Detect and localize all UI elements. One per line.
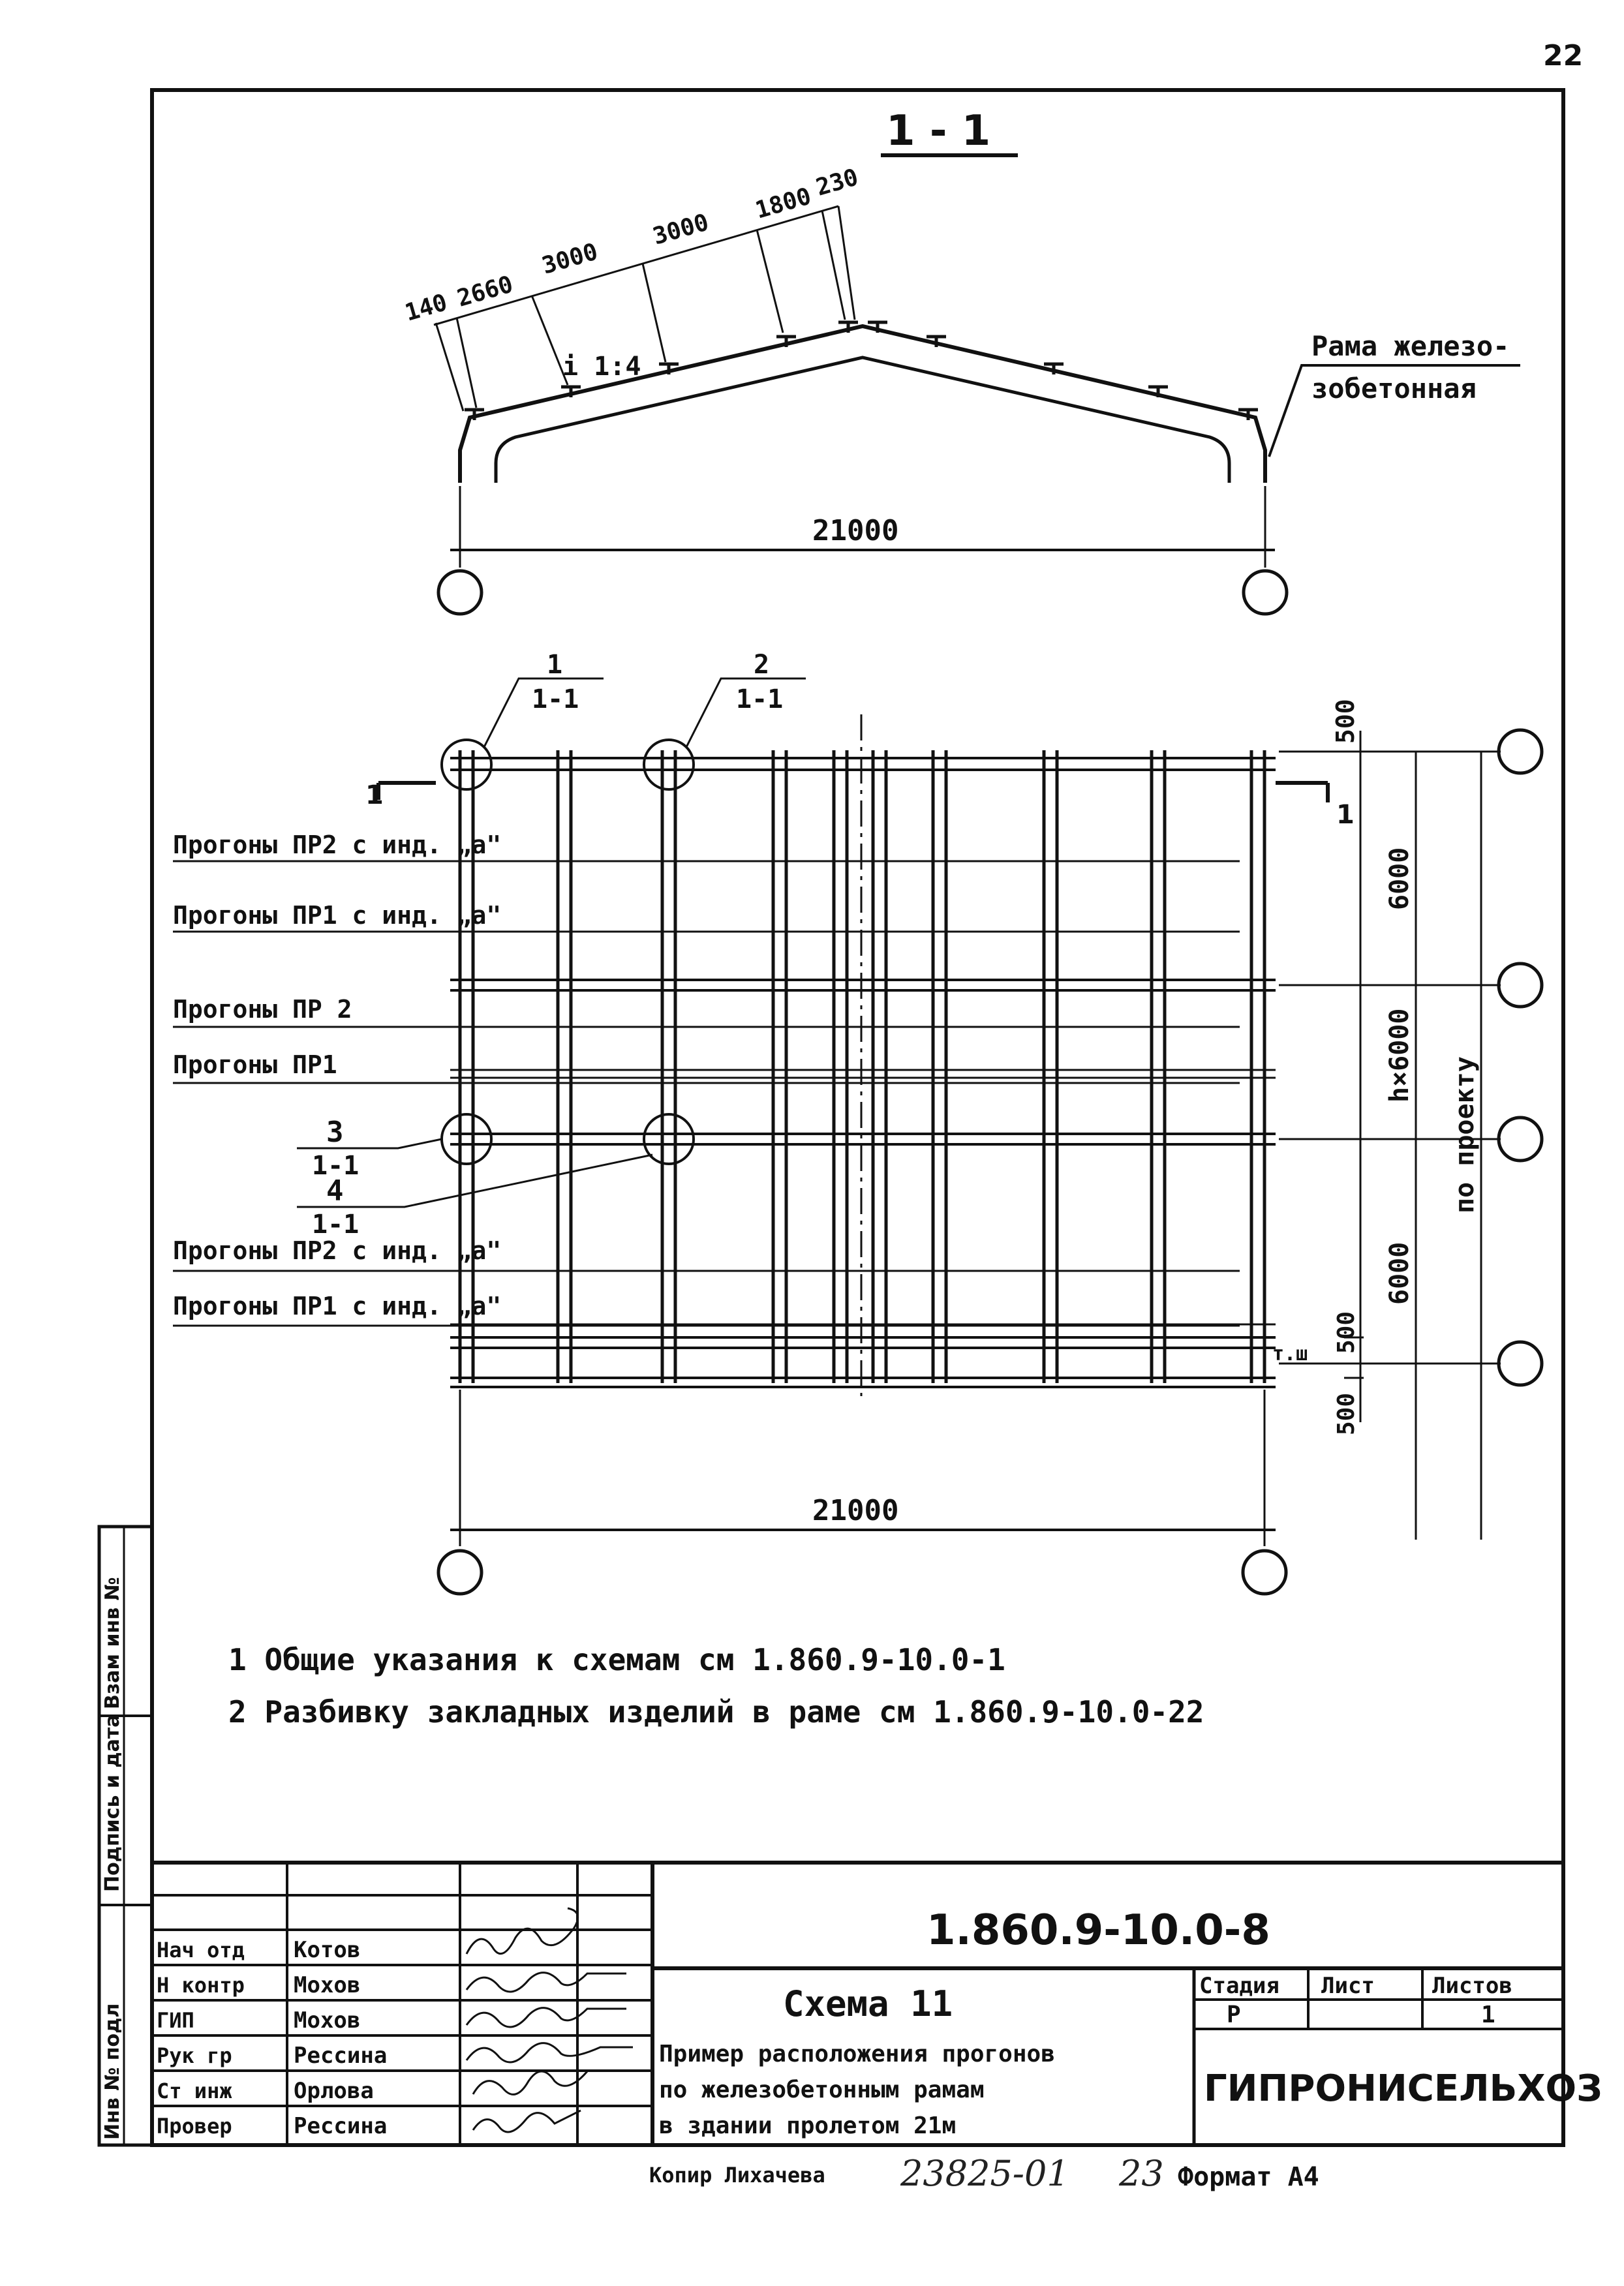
purlin-label: Прогоны ПР 2 — [173, 995, 352, 1024]
axis-bubble — [1242, 569, 1289, 616]
callout-2-num: 2 — [754, 650, 769, 680]
stage-header: Стадия — [1199, 1973, 1279, 1999]
seg-230: 230 — [813, 164, 861, 201]
axis-bubble — [1497, 962, 1544, 1009]
axis-bubble — [1241, 1549, 1288, 1596]
role-label: ГИП — [157, 2008, 194, 2033]
stage-value: Р — [1227, 2002, 1241, 2028]
seg-2660: 2660 — [454, 271, 516, 312]
role-label: Ст инж — [157, 2079, 232, 2103]
label-tsh: т.ш — [1272, 1343, 1308, 1365]
frame-label-1: Рама железо- — [1311, 330, 1509, 362]
dim-500-mid: 500 — [1333, 1311, 1360, 1354]
seg-1800: 1800 — [752, 183, 814, 224]
sheets-value: 1 — [1481, 2002, 1495, 2028]
drawing-frame — [150, 88, 1565, 2147]
role-name: Рессина — [294, 2043, 387, 2069]
callout-3-ref: 1-1 — [312, 1151, 359, 1181]
dim-6000-bottom: 6000 — [1385, 1242, 1415, 1305]
callout-circle — [440, 1113, 493, 1165]
doc-code: 1.860.9-10.0-8 — [927, 1906, 1270, 1955]
purlin-label: Прогоны ПР2 с инд. „а" — [173, 1236, 501, 1265]
stamp-vzam-inv: Взам инв № — [101, 1577, 124, 1709]
callout-3-num: 3 — [326, 1116, 344, 1149]
stamp-inv-podl: Инв № подл — [101, 2004, 124, 2140]
dim-500-bottom: 500 — [1333, 1393, 1360, 1435]
plan-span: 21000 — [812, 1494, 898, 1527]
page-number: 22 — [1543, 39, 1583, 72]
callout-4-ref: 1-1 — [312, 1210, 359, 1240]
slope-label: i 1:4 — [562, 352, 641, 382]
callout-circle — [440, 739, 493, 791]
desc-line-2: по железобетонным рамам — [659, 2077, 985, 2103]
dim-po-proektu: по проекту — [1450, 1056, 1480, 1213]
purlin-label: Прогоны ПР1 — [173, 1050, 337, 1079]
section-marker-right: 1 — [1336, 800, 1355, 830]
organization: ГИПРОНИСЕЛЬХОЗ — [1204, 2067, 1602, 2110]
dim-6000-top: 6000 — [1385, 847, 1415, 910]
seg-3000-a: 3000 — [539, 238, 601, 279]
side-stamp-column — [97, 1525, 154, 2147]
callout-circle — [643, 1113, 695, 1165]
role-name: Рессина — [294, 2113, 387, 2139]
role-name: Мохов — [294, 1972, 360, 1998]
axis-bubble — [437, 569, 483, 616]
callout-2-ref: 1-1 — [736, 684, 783, 714]
callout-1-num: 1 — [547, 650, 562, 680]
note-1: 1 Общие указания к схемам см 1.860.9-10.… — [228, 1642, 1005, 1677]
section-1-1: 1 - 1 i 1:4 140 — [402, 107, 1520, 616]
callout-1-ref: 1-1 — [532, 684, 579, 714]
section-span: 21000 — [812, 514, 898, 547]
dim-h6000: h×6000 — [1385, 1009, 1415, 1103]
footer-page-ref: 23 — [1118, 2153, 1164, 2194]
purlin-label: Прогоны ПР2 с инд. „а" — [173, 831, 501, 859]
stamp-podpis-data: Подпись и дата — [101, 1714, 124, 1892]
axis-bubble — [1497, 1116, 1544, 1163]
section-marker-left: 1 — [365, 780, 384, 810]
signatures — [465, 1907, 633, 2133]
dim-500-top: 500 — [1331, 699, 1360, 744]
role-label: Рук гр — [157, 2043, 232, 2068]
section-title: 1 - 1 — [886, 107, 990, 155]
purlin-plan: Прогоны ПР2 с инд. „а" Прогоны ПР1 с инд… — [173, 650, 1544, 1596]
role-name: Котов — [294, 1937, 360, 1963]
desc-line-1: Пример расположения прогонов — [659, 2041, 1055, 2067]
axis-bubble — [1497, 728, 1544, 775]
note-2: 2 Разбивку закладных изделий в раме см 1… — [228, 1694, 1204, 1730]
callout-circle — [643, 739, 695, 791]
seg-3000-b: 3000 — [650, 209, 712, 250]
role-label: Нач отд — [157, 1938, 245, 1962]
sheets-header: Листов — [1432, 1973, 1512, 1999]
role-label: Н контр — [157, 1973, 245, 1998]
purlin-label: Прогоны ПР1 с инд. „а" — [173, 1292, 501, 1320]
footer-format: Формат А4 — [1178, 2162, 1319, 2192]
role-name: Мохов — [294, 2007, 360, 2034]
sheet-header: Лист — [1321, 1973, 1375, 1999]
title-block: Нач отд Котов Н контр Мохов ГИП Мохов Ру… — [152, 1861, 1602, 2145]
purlin-label: Прогоны ПР1 с инд. „а" — [173, 901, 501, 930]
desc-line-3: в здании пролетом 21м — [659, 2112, 956, 2139]
axis-bubble — [1497, 1340, 1544, 1387]
role-name: Орлова — [294, 2078, 374, 2104]
footer-number: 23825-01 — [900, 2153, 1069, 2194]
scheme-title: Схема 11 — [783, 1983, 953, 2024]
callout-4-num: 4 — [326, 1174, 344, 1208]
axis-bubble — [437, 1549, 483, 1596]
seg-140: 140 — [402, 289, 450, 326]
footer-copied: Копир Лихачева — [649, 2163, 825, 2187]
role-label: Провер — [157, 2114, 232, 2139]
frame-label-2: зобетонная — [1311, 373, 1477, 404]
